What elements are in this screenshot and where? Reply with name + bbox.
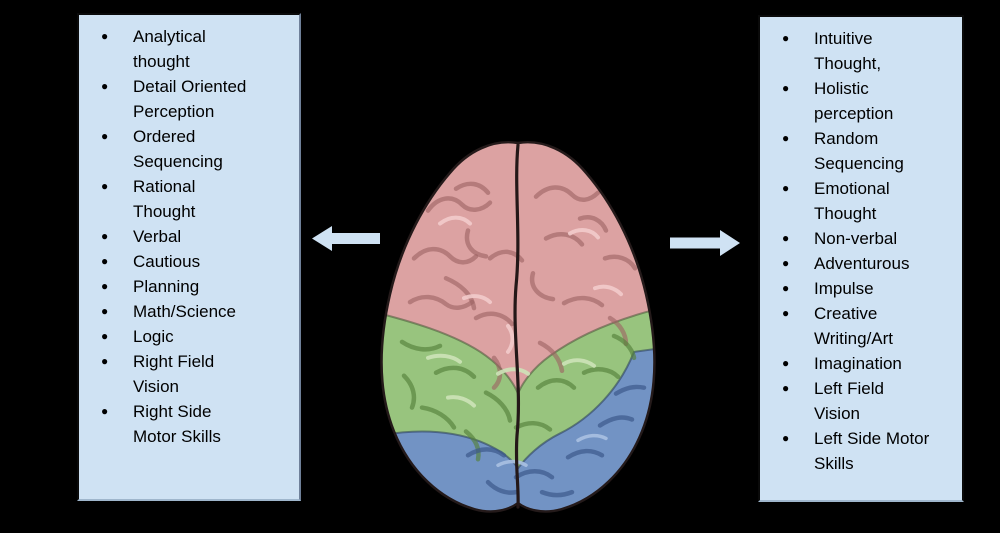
bullet-icon: ● xyxy=(782,356,790,370)
bullet-icon: ● xyxy=(101,229,109,243)
bullet-icon: ● xyxy=(782,31,790,45)
bullet-icon: ● xyxy=(101,279,109,293)
bullet-icon: ● xyxy=(782,131,790,145)
bullet-icon: ● xyxy=(782,306,790,320)
trait-item: ● Emotional Thought xyxy=(760,176,962,226)
bullet-icon: ● xyxy=(782,281,790,295)
bullet-icon: ● xyxy=(101,79,109,93)
bullet-icon: ● xyxy=(782,181,790,195)
trait-item: ● Verbal xyxy=(79,224,299,249)
trait-item: ● Adventurous xyxy=(760,251,962,276)
bullet-icon: ● xyxy=(782,381,790,395)
trait-item: ● Right Side Motor Skills xyxy=(79,399,299,449)
bullet-icon: ● xyxy=(782,231,790,245)
trait-item: ● Analytical thought xyxy=(79,24,299,74)
trait-item: ● Holistic perception xyxy=(760,76,962,126)
brain-top-view-illustration xyxy=(368,137,668,515)
trait-item: ● Planning xyxy=(79,274,299,299)
trait-item: ● Cautious xyxy=(79,249,299,274)
left-brain-trait-list: ● Analytical thought ● Detail Oriented P… xyxy=(79,15,299,449)
trait-item: ● Left Field Vision xyxy=(760,376,962,426)
trait-item: ● Intuitive Thought, xyxy=(760,26,962,76)
trait-item: ● Detail Oriented Perception xyxy=(79,74,299,124)
bullet-icon: ● xyxy=(101,29,109,43)
trait-item: ● Left Side Motor Skills xyxy=(760,426,962,476)
bullet-icon: ● xyxy=(782,431,790,445)
bullet-icon: ● xyxy=(101,329,109,343)
trait-item: ● Math/Science xyxy=(79,299,299,324)
left-arrow-icon xyxy=(312,226,380,251)
trait-item: ● Impulse xyxy=(760,276,962,301)
right-arrow-icon xyxy=(670,230,740,256)
trait-item: ● Logic xyxy=(79,324,299,349)
bullet-icon: ● xyxy=(101,254,109,268)
bullet-icon: ● xyxy=(101,304,109,318)
right-brain-box: ● Intuitive Thought, ● Holistic percepti… xyxy=(758,15,964,502)
bullet-icon: ● xyxy=(101,179,109,193)
left-brain-box: ● Analytical thought ● Detail Oriented P… xyxy=(77,13,301,501)
trait-item: ● Imagination xyxy=(760,351,962,376)
trait-item: ● Creative Writing/Art xyxy=(760,301,962,351)
trait-item: ● Non-verbal xyxy=(760,226,962,251)
trait-item: ● Rational Thought xyxy=(79,174,299,224)
trait-item: ● Right Field Vision xyxy=(79,349,299,399)
bullet-icon: ● xyxy=(101,404,109,418)
bullet-icon: ● xyxy=(782,256,790,270)
bullet-icon: ● xyxy=(782,81,790,95)
trait-item: ● Ordered Sequencing xyxy=(79,124,299,174)
right-brain-trait-list: ● Intuitive Thought, ● Holistic percepti… xyxy=(760,17,962,476)
bullet-icon: ● xyxy=(101,354,109,368)
bullet-icon: ● xyxy=(101,129,109,143)
trait-item: ● Random Sequencing xyxy=(760,126,962,176)
